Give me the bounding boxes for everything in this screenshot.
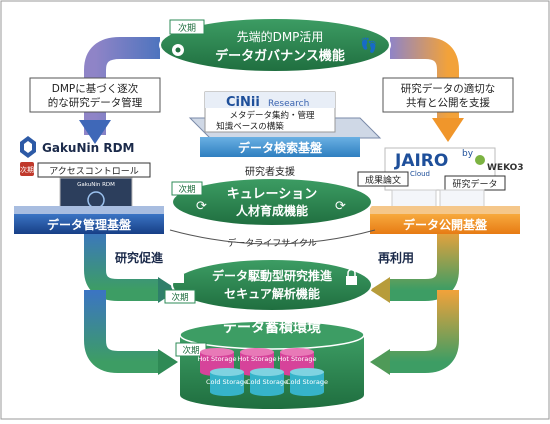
flow-arrowhead-right <box>432 118 464 142</box>
cold-storage-2 <box>250 368 284 396</box>
weko-icon <box>475 155 485 165</box>
reuse-label: 再利用 <box>378 250 414 265</box>
access-control-box <box>37 162 151 178</box>
cinii-logo: CiNii <box>226 95 260 110</box>
cinii-header <box>205 92 335 108</box>
gakunin-screen-title: GakuNin RDM <box>77 182 115 188</box>
curation-line2: 人材育成機能 <box>236 203 308 218</box>
search-platform-bar <box>200 137 360 157</box>
cold-label-1: Cold Storage <box>206 378 248 386</box>
secure-line1: データ駆動型研究推進 <box>212 268 333 283</box>
publication-platform-label: データ公開基盤 <box>403 217 488 232</box>
right-note-line1: 研究データの適切な <box>401 82 496 95</box>
governance-ellipse <box>159 17 391 73</box>
cold-label-3: Cold Storage <box>286 378 328 386</box>
refresh-icon-left: ⟳ <box>196 199 207 214</box>
secure-ellipse <box>171 258 373 312</box>
curation-tag-text: 次期 <box>178 184 195 195</box>
flow-arrow-right-down <box>390 37 459 120</box>
cinii-logo-sub: Research <box>268 99 309 109</box>
left-note-line1: DMPに基づく逐次 <box>52 82 139 95</box>
cold-storage-3 <box>290 368 324 396</box>
cinii-desc2: 知識ベースの構築 <box>216 121 284 132</box>
left-note-box <box>29 77 161 113</box>
eye-pupil <box>175 47 181 53</box>
governance-tag <box>169 19 205 35</box>
search-platform-label: データ検索基盤 <box>238 140 323 155</box>
governance-line1: 先端的DMP活用 <box>237 29 324 44</box>
publication-platform-bar <box>370 214 520 234</box>
management-platform-top <box>14 206 164 214</box>
flow-arrowhead-left <box>79 120 111 144</box>
storage-title: データ蓄積環境 <box>223 319 321 336</box>
paper-label: 成果論文 <box>365 174 401 186</box>
right-note-box <box>382 77 514 113</box>
left-note-line2: 的な研究データ管理 <box>48 96 143 109</box>
flow-arrowhead-reuse <box>370 277 390 303</box>
cold-storage-1 <box>210 368 244 396</box>
lock-icon-right <box>346 268 357 285</box>
lifecycle-label: データライフサイクル <box>227 237 317 249</box>
hot-label-1: Hot Storage <box>198 355 237 363</box>
curation-ellipse <box>171 177 373 227</box>
cold-label-2: Cold Storage <box>246 378 288 386</box>
curation-line1: キュレーション <box>227 187 317 202</box>
secure-tag-text: 次期 <box>171 292 188 303</box>
management-platform-bar <box>14 214 164 234</box>
researcher-support-label: 研究者支援 <box>245 165 295 178</box>
lifecycle-curve <box>169 229 376 245</box>
flow-arrow-left-promote <box>84 228 160 301</box>
lock-icon-left <box>173 266 184 283</box>
governance-tag-text: 次期 <box>178 22 196 34</box>
curation-tag <box>171 181 203 196</box>
jairo-logo: JAIRO <box>394 151 448 171</box>
storage-tag-text: 次期 <box>182 345 199 356</box>
promotion-label: 研究促進 <box>115 250 164 265</box>
storage-cylinder-top <box>179 320 365 350</box>
gakunin-stamp <box>20 162 34 176</box>
flow-arrow-right-reuse <box>388 228 459 301</box>
right-note-line2: 共有と公開を支援 <box>406 96 490 109</box>
gakunin-logo-icon <box>20 136 36 158</box>
flow-arrow-right-storage <box>388 290 459 373</box>
flow-arrow-left-storage <box>84 290 160 373</box>
hot-label-3: Hot Storage <box>278 355 317 363</box>
gakunin-logo: GakuNin RDM <box>42 141 135 155</box>
cinii-desc1: メタデータ集約・管理 <box>229 110 315 121</box>
flow-arrowhead-storage-right <box>370 349 390 375</box>
hot-label-2: Hot Storage <box>238 355 277 363</box>
footprints-icon: 👣 <box>360 36 377 54</box>
access-control-label: アクセスコントロール <box>49 166 139 177</box>
flow-arrowhead-storage-left <box>158 349 178 375</box>
paper-label-box <box>357 171 409 187</box>
governance-line2: データガバナンス機能 <box>215 48 345 64</box>
refresh-icon-right: ⟳ <box>335 199 346 214</box>
jairo-by: by <box>462 149 474 159</box>
weko-logo: WEKO3 <box>487 163 524 173</box>
data-label: 研究データ <box>452 178 497 190</box>
gakunin-stamp-text: 次期 <box>20 165 34 174</box>
flow-arrow-left-up <box>84 37 160 135</box>
secure-line2: セキュア解析機能 <box>224 286 320 301</box>
management-platform-label: データ管理基盤 <box>47 217 132 232</box>
secure-tag <box>164 289 196 304</box>
publication-platform-top <box>370 206 520 214</box>
jairo-cloud: Cloud <box>410 170 430 178</box>
